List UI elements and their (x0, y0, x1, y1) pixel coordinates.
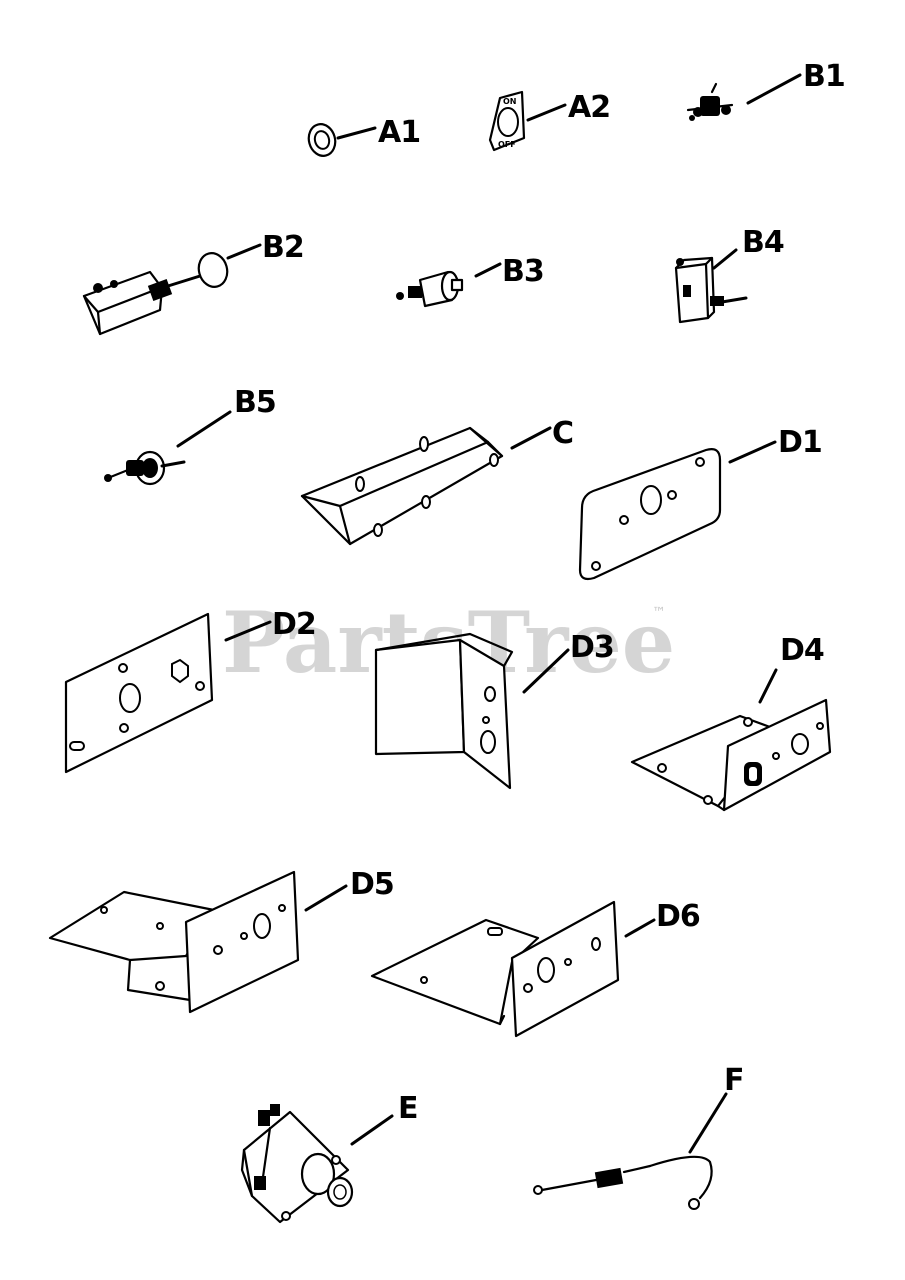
watermark-tm: ™ (652, 605, 666, 621)
part-d6-leader (624, 918, 656, 938)
part-c-leader (510, 426, 552, 450)
part-b5-leader (176, 410, 232, 448)
part-d5-label: D5 (350, 867, 394, 902)
part-a2-marking-on: ON (503, 97, 517, 106)
part-d6-drawing (370, 900, 620, 1038)
part-b2-leader (226, 243, 262, 260)
part-f-label: F (724, 1063, 744, 1098)
part-a2-label: A2 (568, 90, 610, 125)
part-c-label: C (552, 416, 573, 451)
part-d4-label: D4 (780, 633, 824, 668)
part-d5-leader (304, 884, 348, 912)
part-a2[interactable]: ON OFF A2 (488, 90, 611, 152)
part-b4-drawing (674, 256, 748, 324)
part-d1-leader (728, 440, 777, 464)
part-d6-label: D6 (656, 899, 700, 934)
part-d4[interactable]: D4 (630, 633, 832, 812)
part-c[interactable]: C (300, 416, 574, 546)
part-c-drawing (300, 426, 504, 546)
part-f-drawing (533, 1155, 713, 1210)
part-b3[interactable]: B3 (396, 254, 545, 308)
part-b1[interactable]: B1 (686, 59, 846, 121)
part-b3-leader (474, 262, 502, 278)
part-d2-leader (224, 620, 272, 642)
part-b5-drawing (104, 450, 186, 486)
part-f-leader (688, 1092, 728, 1154)
part-b5[interactable]: B5 (104, 385, 277, 486)
part-d1-drawing (578, 448, 722, 581)
part-d3[interactable]: D3 (374, 630, 615, 790)
part-d2[interactable]: D2 (64, 607, 317, 774)
part-d2-drawing (64, 612, 214, 774)
part-d3-label: D3 (570, 630, 614, 665)
part-e[interactable]: E (240, 1091, 419, 1224)
part-a2-drawing: ON OFF (488, 90, 526, 152)
part-e-label: E (398, 1091, 418, 1126)
part-b5-label: B5 (234, 385, 276, 420)
part-f[interactable]: F (533, 1063, 745, 1210)
part-a2-marking-off: OFF (498, 140, 516, 149)
part-b2-label: B2 (262, 230, 304, 265)
part-d1[interactable]: D1 (578, 425, 823, 581)
part-a1-label: A1 (378, 115, 420, 150)
part-b1-leader (746, 73, 802, 105)
part-d5-drawing (48, 870, 300, 1014)
part-a1-leader (336, 126, 377, 140)
part-b3-drawing (396, 270, 464, 308)
part-b3-label: B3 (502, 254, 544, 289)
part-d2-label: D2 (272, 607, 316, 642)
part-e-leader (350, 1114, 394, 1146)
part-d5[interactable]: D5 (48, 867, 395, 1014)
part-d4-drawing (630, 698, 832, 812)
part-b4-label: B4 (742, 225, 784, 260)
part-b1-label: B1 (803, 59, 845, 94)
part-b4[interactable]: B4 (674, 225, 785, 324)
part-b2-drawing (82, 252, 229, 336)
part-d4-leader (758, 668, 778, 704)
part-b1-drawing (686, 82, 734, 121)
part-a1-drawing (307, 123, 337, 157)
part-d3-drawing (374, 632, 514, 790)
part-a1[interactable]: A1 (305, 115, 421, 159)
part-e-drawing (240, 1104, 354, 1224)
part-d3-leader (522, 648, 570, 694)
part-d1-label: D1 (778, 425, 822, 460)
part-b4-leader (712, 248, 738, 270)
part-d6[interactable]: D6 (370, 899, 701, 1038)
part-a2-leader (526, 103, 567, 122)
part-b2[interactable]: B2 (82, 230, 305, 336)
